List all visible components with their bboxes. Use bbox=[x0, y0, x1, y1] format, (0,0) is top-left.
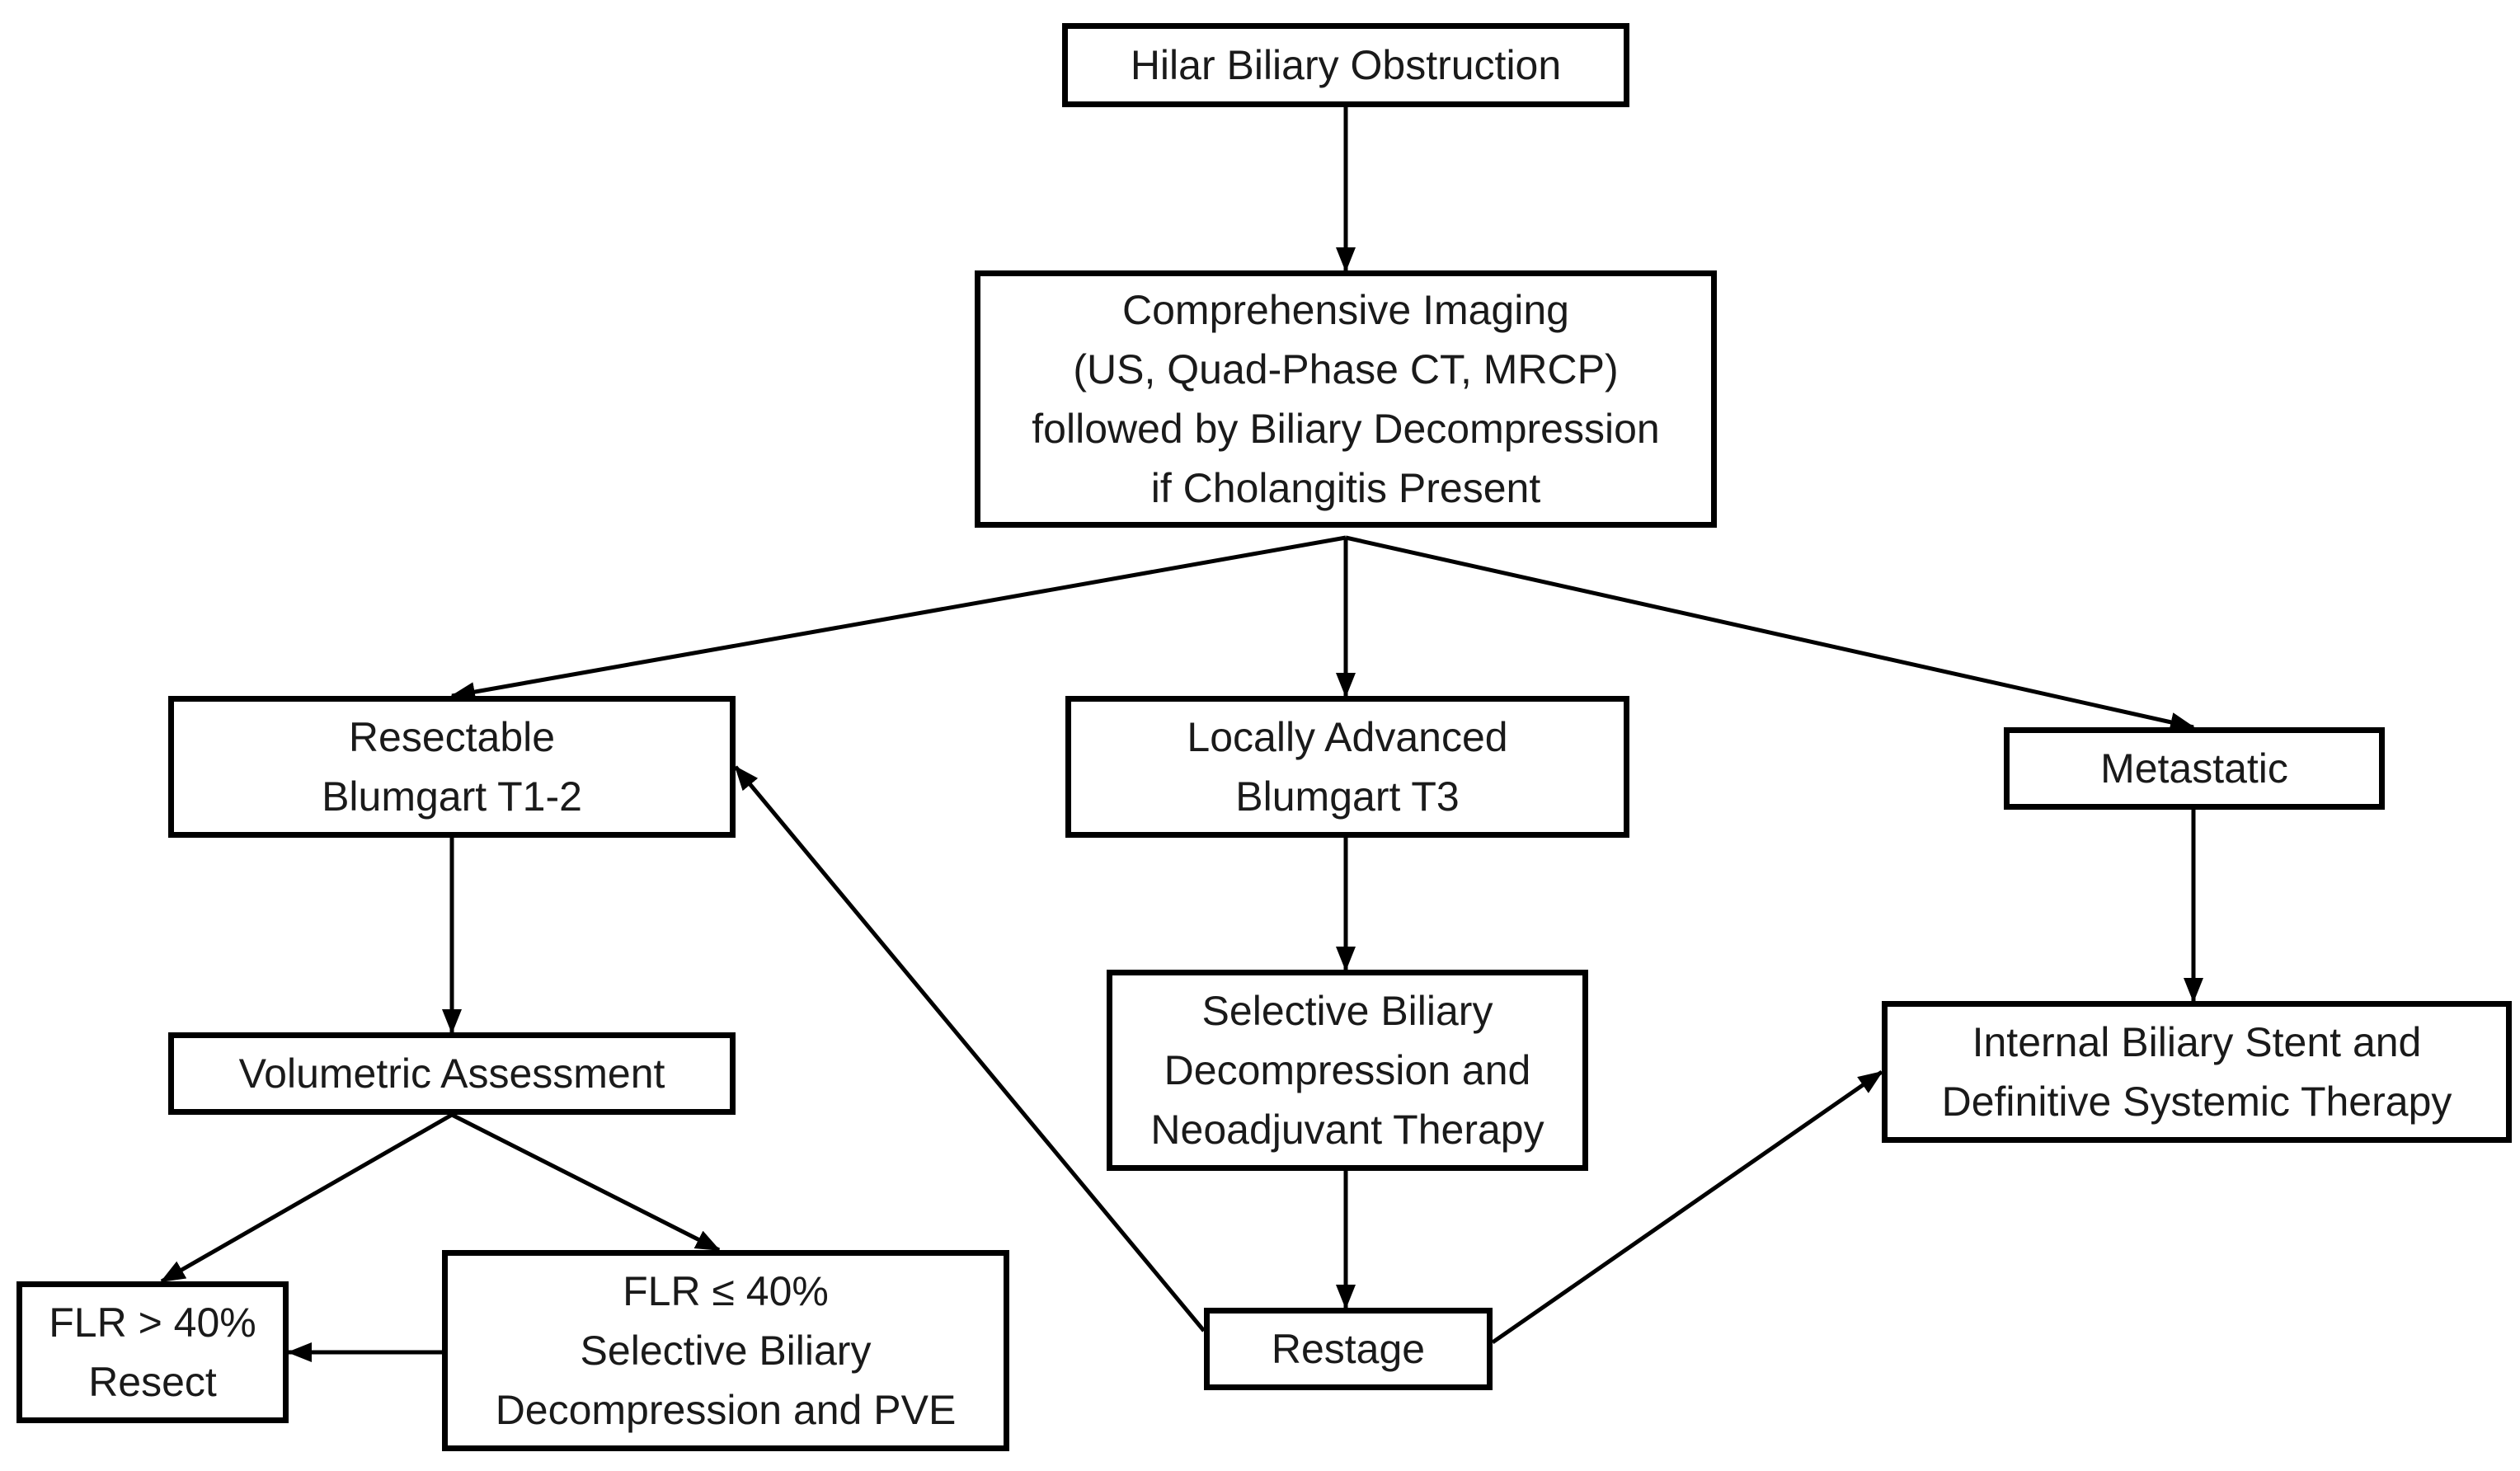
node-text-line: Internal Biliary Stent and bbox=[1972, 1019, 2422, 1065]
node-volumetric-assessment: Volumetric Assessment bbox=[168, 1032, 736, 1115]
node-text-line: Definitive Systemic Therapy bbox=[1941, 1079, 2452, 1125]
edge-volumetric-to-flr-gt40 bbox=[160, 1112, 454, 1284]
node-text-line: Selective Biliary bbox=[1201, 988, 1493, 1034]
node-text-line: Resect bbox=[88, 1359, 217, 1405]
node-internal-stent-systemic-therapy: Internal Biliary Stent and Definitive Sy… bbox=[1882, 1001, 2512, 1143]
node-text-line: FLR > 40% bbox=[49, 1299, 256, 1346]
node-text-line: Blumgart T3 bbox=[1235, 773, 1460, 820]
node-text-line: Comprehensive Imaging bbox=[1122, 287, 1569, 333]
node-text-line: Locally Advanced bbox=[1187, 714, 1508, 760]
node-text-line: Decompression and bbox=[1164, 1047, 1531, 1093]
edge-imaging-to-metastatic bbox=[1345, 535, 2195, 732]
node-text-line: Volumetric Assessment bbox=[238, 1050, 665, 1097]
node-text-line: Resectable bbox=[348, 714, 556, 760]
node-text-line: Decompression and PVE bbox=[495, 1387, 957, 1433]
node-text-line: Metastatic bbox=[2100, 745, 2288, 792]
node-text-line: FLR ≤ 40% bbox=[623, 1268, 829, 1314]
node-restage: Restage bbox=[1204, 1308, 1493, 1390]
node-resectable: Resectable Blumgart T1-2 bbox=[168, 696, 736, 838]
node-flr-gt-40-resect: FLR > 40% Resect bbox=[16, 1281, 289, 1423]
node-text-line: Hilar Biliary Obstruction bbox=[1130, 42, 1562, 88]
node-hilar-biliary-obstruction: Hilar Biliary Obstruction bbox=[1062, 23, 1629, 107]
edge-restage-to-internal-stent bbox=[1491, 1069, 1883, 1345]
node-flr-le-40-pve: FLR ≤ 40% Selective Biliary Decompressio… bbox=[442, 1250, 1009, 1451]
node-text-line: if Cholangitis Present bbox=[1150, 465, 1541, 511]
node-text-line: Blumgart T1-2 bbox=[322, 773, 582, 820]
node-locally-advanced: Locally Advanced Blumgart T3 bbox=[1065, 696, 1629, 838]
node-text-line: followed by Biliary Decompression bbox=[1032, 406, 1660, 452]
node-text-line: Neoadjuvant Therapy bbox=[1150, 1107, 1544, 1153]
node-comprehensive-imaging: Comprehensive Imaging (US, Quad-Phase CT… bbox=[975, 270, 1717, 528]
edge-volumetric-to-flr-le40 bbox=[450, 1112, 721, 1252]
node-selective-decompression-neoadjuvant: Selective Biliary Decompression and Neoa… bbox=[1107, 970, 1588, 1171]
edge-imaging-to-resectable bbox=[450, 535, 1347, 702]
edge-restage-to-resectable bbox=[734, 765, 1206, 1332]
node-text-line: Restage bbox=[1271, 1326, 1426, 1372]
node-text-line: Selective Biliary bbox=[580, 1328, 872, 1374]
node-text-line: (US, Quad-Phase CT, MRCP) bbox=[1073, 346, 1619, 392]
